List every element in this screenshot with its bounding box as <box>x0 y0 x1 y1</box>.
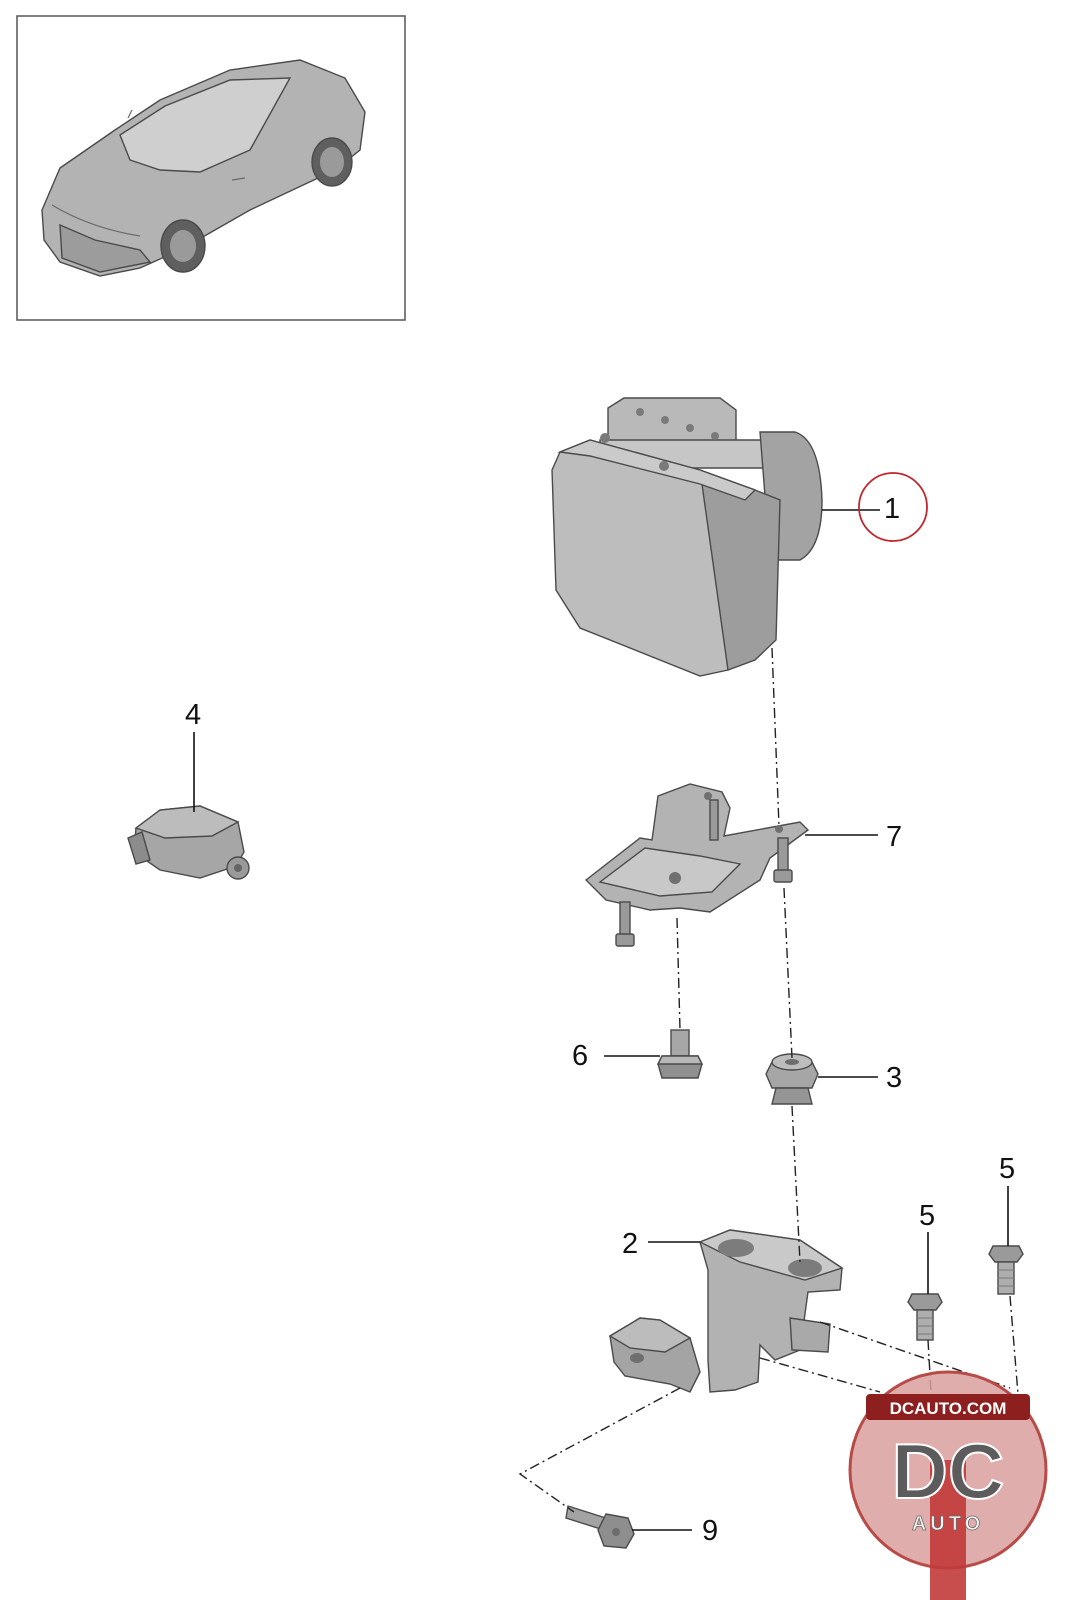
part-5-bolt-left <box>907 1293 943 1341</box>
callout-4[interactable]: 4 <box>185 699 201 731</box>
callout-7[interactable]: 7 <box>886 821 902 853</box>
car-illustration <box>41 59 366 277</box>
part-1-abs-unit <box>551 397 823 677</box>
part-6-bolt <box>656 1029 704 1079</box>
leader-lines <box>193 509 1009 1531</box>
callout-9[interactable]: 9 <box>702 1515 718 1547</box>
watermark-mark: DC <box>892 1427 1005 1515</box>
watermark-site-banner <box>866 1394 1030 1420</box>
watermark-word: AUTO <box>912 1513 984 1535</box>
part-4-sensor <box>127 805 250 880</box>
watermark-site-text: DCAUTO.COM <box>890 1399 1007 1418</box>
callout-1-highlight-ring <box>858 472 928 542</box>
part-5-bolt-right <box>988 1245 1024 1295</box>
part-3-grommet <box>765 1053 819 1105</box>
dcauto-watermark: DCAUTO.COM DC AUTO <box>848 1370 1048 1600</box>
callout-5-right[interactable]: 5 <box>999 1153 1015 1185</box>
part-7-bracket <box>584 783 810 947</box>
callout-2[interactable]: 2 <box>622 1228 638 1260</box>
callout-3[interactable]: 3 <box>886 1062 902 1094</box>
part-2-lower-bracket <box>608 1229 844 1393</box>
callout-5-left[interactable]: 5 <box>919 1200 935 1232</box>
part-9-bolt <box>565 1505 635 1549</box>
callouts: 1 4 7 6 3 5 5 2 9 <box>185 493 1015 1547</box>
callout-1[interactable]: 1 <box>884 493 900 525</box>
callout-6[interactable]: 6 <box>572 1040 588 1072</box>
vehicle-thumbnail <box>16 15 406 321</box>
